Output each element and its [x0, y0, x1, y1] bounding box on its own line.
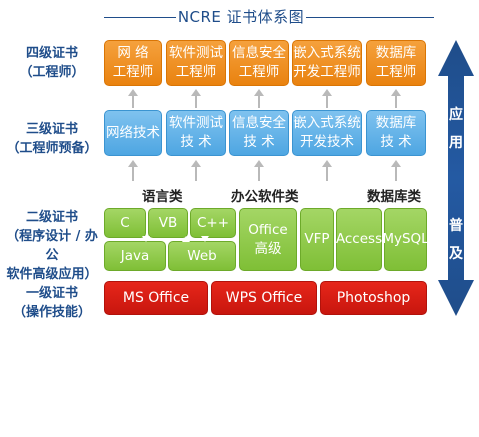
- level4-box-database: 数据库 工程师: [366, 40, 426, 86]
- level4-label-line2: （工程师）: [19, 65, 85, 80]
- title-rule-left: [104, 17, 176, 18]
- arrow-stem: [326, 167, 328, 181]
- arrow-up-icon: [128, 160, 138, 167]
- level1-label-line2: （操作技能）: [12, 305, 91, 320]
- level1-box-wps-office: WPS Office: [211, 281, 317, 315]
- triangle-up-icon: [182, 236, 190, 242]
- side-label-ying: 应: [449, 107, 463, 123]
- level3-box-software-testing: 软件测试 技 术: [166, 110, 226, 156]
- category-office: 办公软件类: [231, 189, 299, 205]
- arrow-stem: [258, 167, 260, 181]
- triangle-down-icon: [201, 236, 209, 242]
- level2-box-cpp: C++: [190, 208, 236, 238]
- level2-box-access: Access: [336, 208, 382, 271]
- level1-box-ms-office: MS Office: [104, 281, 208, 315]
- triangle-down-icon: [142, 236, 150, 242]
- level3-label-line2: （工程师预备）: [6, 141, 98, 156]
- level2-label-line1: 二级证书: [25, 210, 78, 225]
- level4-label-line1: 四级证书: [25, 46, 78, 61]
- level2-box-office: Office 高级: [239, 208, 297, 271]
- level1-label-line1: 一级证书: [25, 286, 78, 301]
- side-label-ji: 及: [449, 246, 463, 262]
- level2-label: 二级证书 （程序设计 / 办公 软件高级应用）: [2, 208, 102, 284]
- level4-label: 四级证书 （工程师）: [2, 44, 102, 82]
- level1-label: 一级证书 （操作技能）: [2, 284, 102, 322]
- level4-box-info-security: 信息安全 工程师: [229, 40, 289, 86]
- arrow-up-icon: [191, 160, 201, 167]
- title-row: NCRE 证书体系图: [0, 0, 479, 34]
- arrow-up-icon: [254, 160, 264, 167]
- arrow-up-icon: [254, 89, 264, 96]
- level2-label-line2: （程序设计 / 办公: [6, 229, 98, 263]
- arrow-up-icon: [191, 89, 201, 96]
- level2-box-java: Java: [104, 241, 166, 271]
- arrow-stem: [326, 96, 328, 108]
- side-label-yong: 用: [449, 135, 463, 151]
- arrow-up-icon: [128, 89, 138, 96]
- level2-box-vfp: VFP: [300, 208, 334, 271]
- level3-box-network: 网络技术: [104, 110, 162, 156]
- arrow-up-icon: [322, 160, 332, 167]
- level3-box-database: 数据库 技 术: [366, 110, 426, 156]
- side-label-pu: 普: [449, 218, 463, 234]
- arrow-stem: [258, 96, 260, 108]
- double-arrow-icon: [438, 40, 474, 316]
- level2-box-vb: VB: [148, 208, 188, 238]
- category-database: 数据库类: [367, 189, 421, 205]
- level2-box-web: Web: [168, 241, 236, 271]
- level4-box-embedded: 嵌入式系统 开发工程师: [292, 40, 362, 86]
- arrow-stem: [395, 167, 397, 181]
- level3-label: 三级证书 （工程师预备）: [2, 120, 102, 158]
- level3-box-info-security: 信息安全 技 术: [229, 110, 289, 156]
- arrow-up-icon: [391, 89, 401, 96]
- arrow-stem: [395, 96, 397, 108]
- title-rule-right: [306, 17, 434, 18]
- level3-box-embedded: 嵌入式系统 开发技术: [292, 110, 362, 156]
- level2-label-line3: 软件高级应用）: [6, 267, 98, 282]
- arrow-up-icon: [322, 89, 332, 96]
- arrow-stem: [195, 167, 197, 181]
- diagram-title: NCRE 证书体系图: [177, 8, 305, 26]
- level2-box-c: C: [104, 208, 146, 238]
- level1-box-photoshop: Photoshop: [320, 281, 427, 315]
- arrow-stem: [195, 96, 197, 108]
- category-language: 语言类: [142, 189, 183, 205]
- level3-label-line1: 三级证书: [25, 122, 78, 137]
- arrow-up-icon: [391, 160, 401, 167]
- arrow-stem: [132, 167, 134, 181]
- level4-box-network: 网 络 工程师: [104, 40, 162, 86]
- level4-box-software-testing: 软件测试 工程师: [166, 40, 226, 86]
- arrow-stem: [132, 96, 134, 108]
- level2-box-mysql: MySQL: [382, 208, 429, 271]
